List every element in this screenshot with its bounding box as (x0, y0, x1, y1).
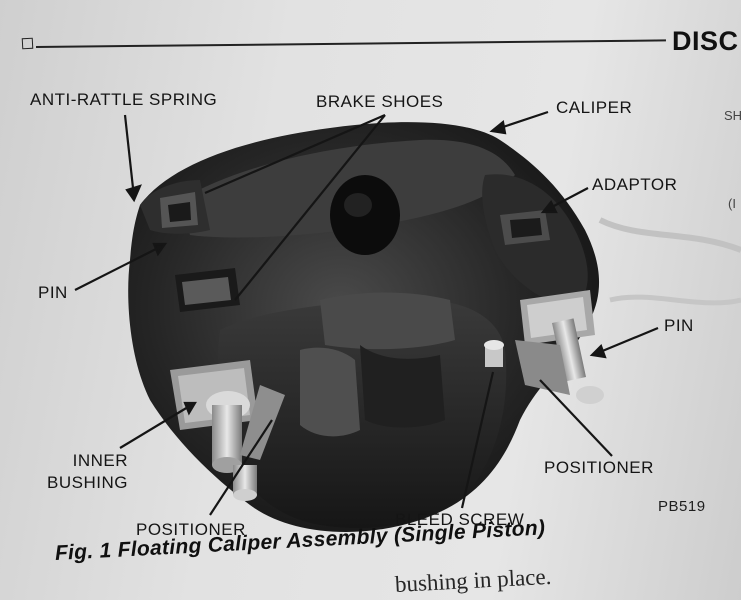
label-anti-rattle-spring: ANTI-RATTLE SPRING (30, 90, 218, 109)
figure-number: PB519 (658, 498, 706, 515)
label-positioner-left: POSITIONER (136, 520, 246, 539)
label-adaptor: ADAPTOR (592, 175, 678, 194)
edge-text-fragment: (I (728, 196, 736, 211)
label-inner-bushing: INNER BUSHING (47, 451, 128, 492)
label-brake-shoes: BRAKE SHOES (316, 92, 444, 111)
label-pin-left: PIN (38, 283, 68, 302)
label-pin-right: PIN (664, 316, 694, 335)
label-positioner-right: POSITIONER (544, 458, 654, 477)
edge-text-fragment: SH (724, 108, 741, 123)
label-bleed-screw: BLEED SCREW (395, 510, 525, 529)
label-caliper: CALIPER (556, 98, 633, 117)
leader-lines (74, 110, 659, 516)
section-title: DISC (672, 26, 739, 56)
